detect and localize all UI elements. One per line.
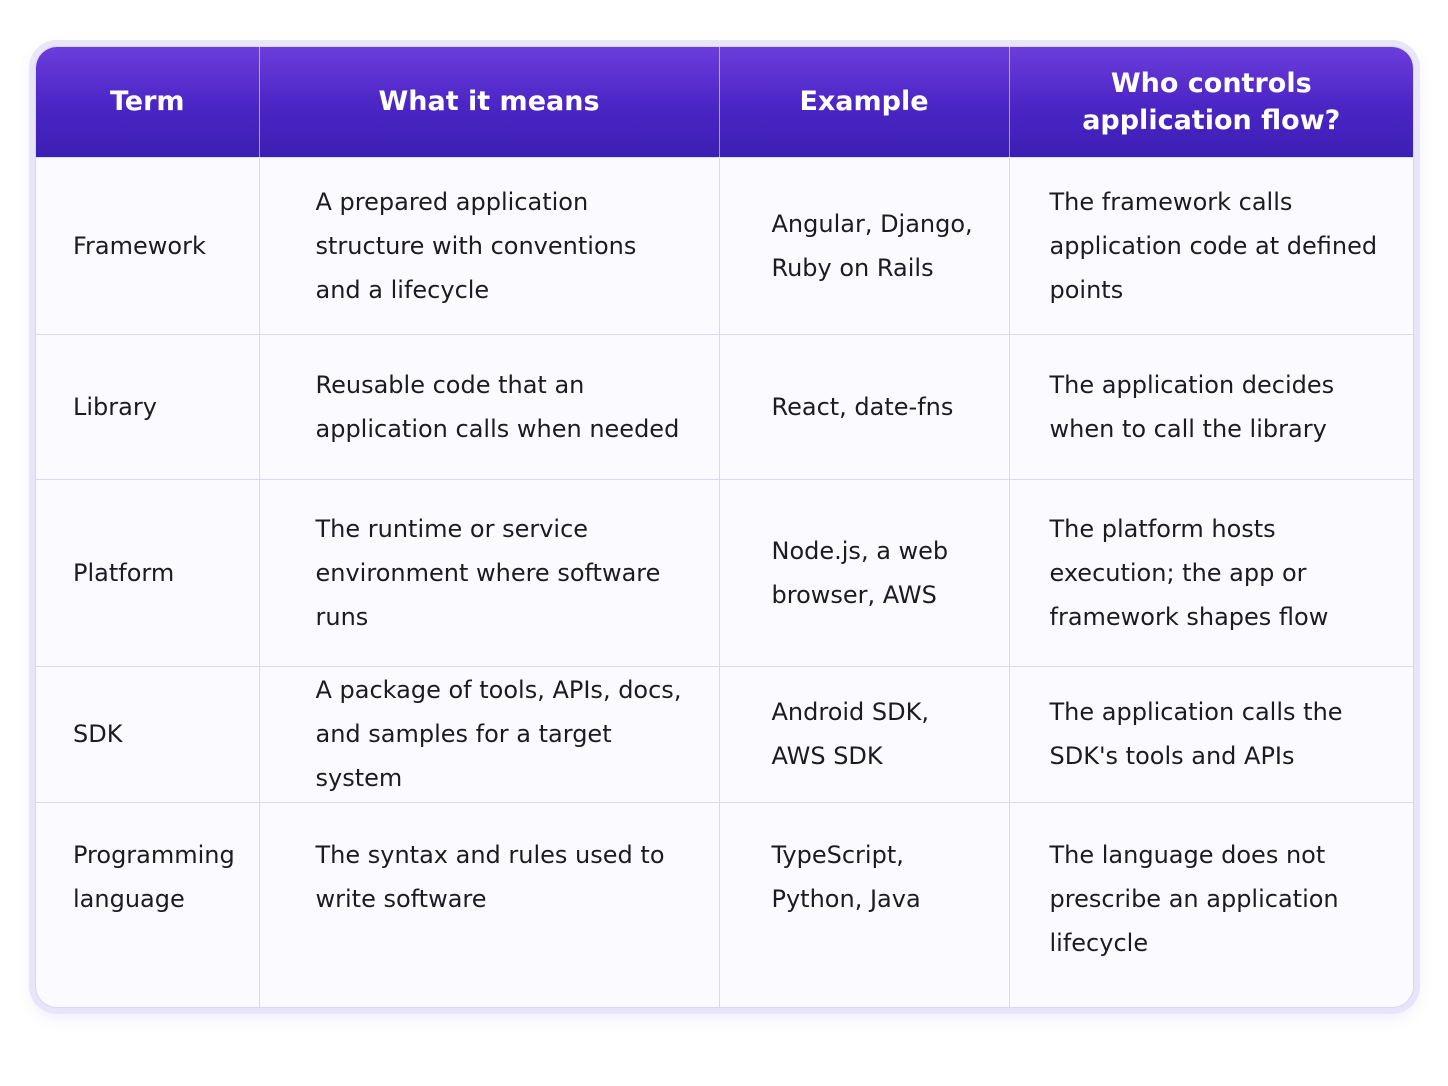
column-header-example: Example xyxy=(718,47,1009,157)
column-header-control: Who controls application flow? xyxy=(1008,47,1413,157)
cell-example: React, date-fns xyxy=(718,333,1009,479)
cell-term: Framework xyxy=(36,156,259,334)
cell-example: Node.js, a web browser, AWS xyxy=(718,478,1009,666)
cell-control: The platform hosts execution; the app or… xyxy=(1008,478,1413,666)
table-row: Platform The runtime or service environm… xyxy=(36,478,1413,666)
table-header: Term What it means Example Who controls … xyxy=(36,47,1413,157)
header-row: Term What it means Example Who controls … xyxy=(36,47,1413,157)
cell-term: Library xyxy=(36,333,259,479)
cell-term: SDK xyxy=(36,665,259,802)
cell-meaning: A package of tools, APIs, docs, and samp… xyxy=(258,665,719,802)
cell-example: Android SDK, AWS SDK xyxy=(718,665,1009,802)
comparison-table-card: Term What it means Example Who controls … xyxy=(35,46,1414,1008)
cell-term: Platform xyxy=(36,478,259,666)
table-row: Framework A prepared application structu… xyxy=(36,156,1413,334)
cell-control: The application calls the SDK's tools an… xyxy=(1008,665,1413,802)
cell-example: Angular, Django, Ruby on Rails xyxy=(718,156,1009,334)
cell-term: Programming language xyxy=(36,801,259,1007)
column-header-meaning: What it means xyxy=(258,47,719,157)
comparison-table: Term What it means Example Who controls … xyxy=(36,47,1413,1007)
cell-example: TypeScript, Python, Java xyxy=(718,801,1009,1007)
cell-meaning: The runtime or service environment where… xyxy=(258,478,719,666)
table-row: Programming language The syntax and rule… xyxy=(36,801,1413,1007)
table-body: Framework A prepared application structu… xyxy=(36,156,1413,1007)
table-row: Library Reusable code that an applicatio… xyxy=(36,333,1413,479)
cell-control: The language does not prescribe an appli… xyxy=(1008,801,1413,1007)
cell-control: The application decides when to call the… xyxy=(1008,333,1413,479)
cell-meaning: A prepared application structure with co… xyxy=(258,156,719,334)
table-row: SDK A package of tools, APIs, docs, and … xyxy=(36,665,1413,802)
column-header-term: Term xyxy=(109,86,185,118)
cell-meaning: The syntax and rules used to write softw… xyxy=(258,801,719,1007)
cell-control: The framework calls application code at … xyxy=(1008,156,1413,334)
cell-meaning: Reusable code that an application calls … xyxy=(258,333,719,479)
